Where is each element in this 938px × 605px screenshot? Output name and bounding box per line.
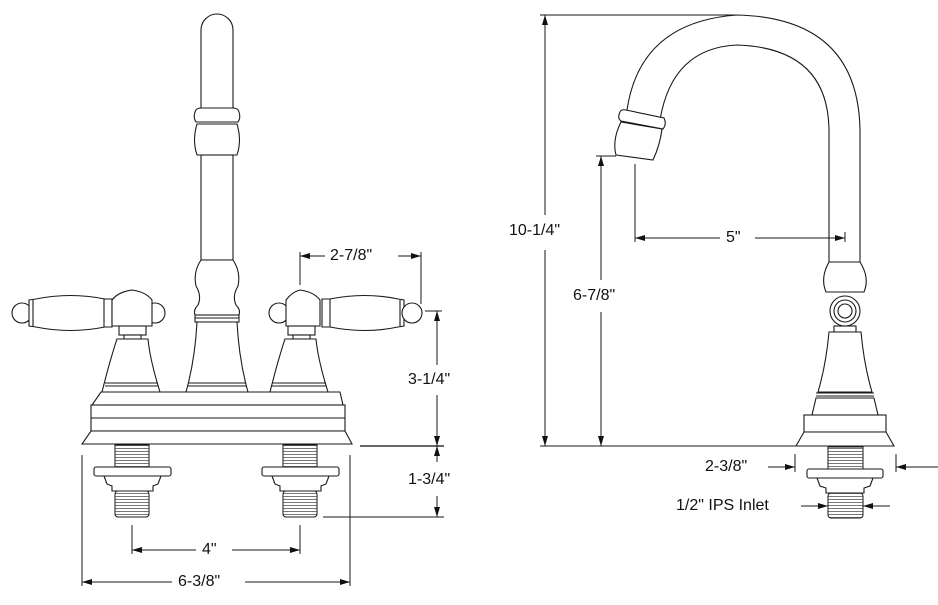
left-shank (93, 444, 172, 518)
side-body (795, 261, 895, 447)
right-shank (261, 444, 340, 518)
front-dimension-lines (81, 252, 444, 586)
side-shank (806, 446, 884, 519)
dim-overall-height: 10-1/4" (505, 222, 565, 240)
side-view (540, 14, 938, 519)
left-handle (11, 289, 166, 393)
dim-base-width: 6-3/8" (174, 573, 225, 591)
front-view (11, 13, 444, 586)
dim-spout-reach: 5" (722, 229, 745, 247)
dim-center-spacing: 4" (198, 541, 221, 559)
dim-handle-reach: 2-7/8" (326, 247, 377, 265)
right-handle (268, 289, 423, 393)
base-plate (80, 391, 353, 445)
side-dimension-lines (540, 14, 938, 509)
dim-spout-height: 6-7/8" (569, 287, 620, 305)
dim-base-depth: 2-3/8" (701, 458, 752, 476)
gooseneck-spout (614, 14, 861, 262)
dim-shank-length: 1-3/4" (404, 471, 455, 489)
spout (185, 13, 249, 393)
dim-handle-height: 3-1/4" (404, 371, 455, 389)
dim-inlet: 1/2" IPS Inlet (672, 497, 773, 515)
